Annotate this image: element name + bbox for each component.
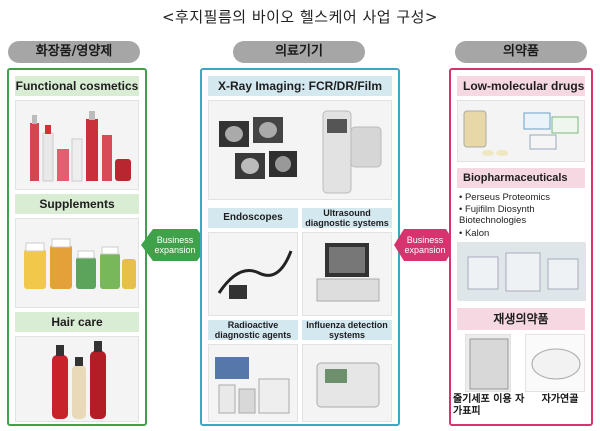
xray-films-icon xyxy=(219,110,382,194)
page-title: <후지필름의 바이오 헬스케어 사업 구성> xyxy=(161,8,438,26)
biopharma-item-2: • Fujifilm Diosynth Biotechnologies xyxy=(459,204,535,226)
hair-care-header: Hair care xyxy=(15,312,139,332)
biopharma-item-1: • Perseus Proteomics xyxy=(459,192,550,203)
endoscope-icon xyxy=(217,250,293,299)
cartilage-disc-icon xyxy=(531,348,581,380)
business-expansion-right-label: Business expansion xyxy=(404,235,446,255)
supplement-jars-icon xyxy=(24,238,136,289)
ultrasound-image xyxy=(302,232,392,316)
radioactive-header: Radioactive diagnostic agents xyxy=(208,320,298,340)
radioactive-agents-icon xyxy=(215,357,290,414)
cell-sheet-icon xyxy=(469,338,509,390)
low-molecular-image xyxy=(457,100,585,162)
cartilage-image xyxy=(525,334,585,392)
ultrasound-header: Ultrasound diagnostic systems xyxy=(302,208,392,228)
category-medical-devices-pill: 의료기기 xyxy=(233,41,365,63)
endoscopes-header: Endoscopes xyxy=(208,208,298,228)
biopharma-item-3: • Kalon xyxy=(459,228,490,239)
business-expansion-right-arrow: Business expansion xyxy=(394,227,456,263)
epidermis-image xyxy=(465,334,511,392)
hair-care-bottles-icon xyxy=(52,341,106,419)
xray-header: X-Ray Imaging: FCR/DR/Film xyxy=(208,76,392,96)
biopharma-facility-image xyxy=(457,242,586,301)
influenza-analyzer-icon xyxy=(316,362,380,408)
supplements-header: Supplements xyxy=(15,194,139,214)
biopharma-header: Biopharmaceuticals xyxy=(457,168,585,188)
biopharma-item-1-text: Perseus Proteomics xyxy=(464,192,550,203)
medical-devices-panel: X-Ray Imaging: FCR/DR/Film Endoscopes Ul… xyxy=(200,68,400,426)
influenza-header: Influenza detection systems xyxy=(302,320,392,340)
supplements-image xyxy=(15,218,139,308)
influenza-image xyxy=(302,344,392,422)
drug-boxes-icon xyxy=(463,110,579,156)
low-molecular-header: Low-molecular drugs xyxy=(457,76,585,96)
double-arrow-right-icon xyxy=(394,229,456,261)
regen-item-epidermis: 줄기세포 이용 자가표피 xyxy=(453,394,525,417)
biopharma-item-2-text: Fujifilm Diosynth Biotechnologies xyxy=(459,204,535,226)
cosmetics-image xyxy=(15,100,139,190)
double-arrow-left-icon xyxy=(141,229,209,261)
pharma-panel: Low-molecular drugs Biopharmaceuticals •… xyxy=(449,68,593,426)
ultrasound-device-icon xyxy=(316,243,380,302)
business-expansion-left-label: Business expansion xyxy=(154,235,196,255)
category-pharma-pill: 의약품 xyxy=(455,41,587,63)
biopharma-item-3-text: Kalon xyxy=(464,228,490,239)
cleanroom-icon xyxy=(458,243,586,301)
radioactive-image xyxy=(208,344,298,422)
regen-item-cartilage: 자가연골 xyxy=(541,394,579,405)
category-cosmetics-pill: 화장품/영양제 xyxy=(8,41,140,63)
xray-image xyxy=(208,100,392,200)
regenerative-medicine-header: 재생의약품 xyxy=(457,308,585,330)
cosmetics-panel: Functional cosmetics Supplements Hair ca… xyxy=(7,68,147,426)
business-expansion-left-arrow: Business expansion xyxy=(141,227,209,263)
hair-care-image xyxy=(15,336,139,422)
functional-cosmetics-header: Functional cosmetics xyxy=(15,76,139,96)
cosmetics-bottles-icon xyxy=(30,111,131,182)
endoscope-image xyxy=(208,232,298,316)
